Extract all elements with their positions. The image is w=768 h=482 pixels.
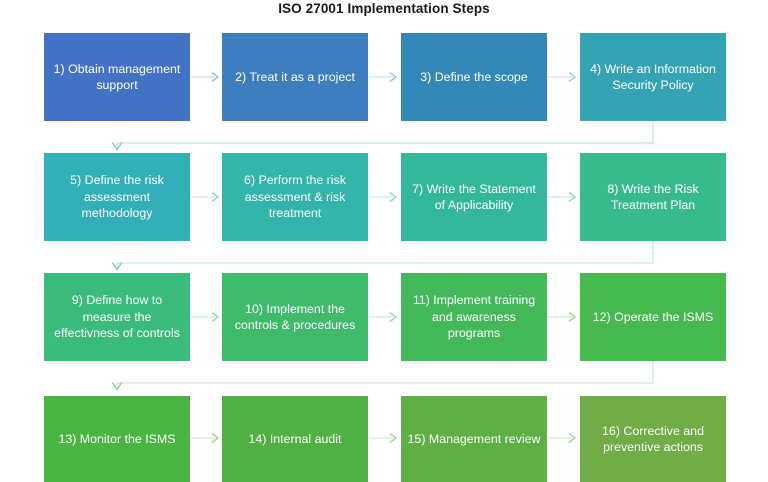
wrap-connector-12-to-13 (110, 361, 660, 393)
step-box-16[interactable]: 16) Corrective and preventive actions (580, 396, 726, 482)
wrap-connector-4-to-5 (110, 121, 660, 153)
step-label-8: 8) Write the Risk Treatment Plan (607, 181, 699, 213)
step-label-7: 7) Write the Statement of Applicability (412, 181, 536, 213)
step-label-4: 4) Write an Information Security Policy (590, 61, 716, 93)
step-label-1: 1) Obtain management support (53, 61, 181, 93)
step-label-14: 14) Internal audit (248, 431, 342, 446)
arrow-14-to-15 (369, 432, 400, 444)
step-label-10: 10) Implement the controls & procedures (234, 301, 356, 333)
arrow-1-to-2 (191, 71, 222, 83)
step-label-5: 5) Define the risk assessment methodolog… (70, 173, 164, 221)
arrow-13-to-14 (191, 432, 222, 444)
arrow-10-to-11 (369, 311, 400, 323)
arrow-2-to-3 (369, 71, 400, 83)
step-box-14[interactable]: 14) Internal audit (222, 396, 368, 482)
wrap-connector-8-to-9 (110, 241, 660, 273)
step-label-6: 6) Perform the risk assessment & risk tr… (244, 173, 346, 221)
step-box-8[interactable]: 8) Write the Risk Treatment Plan (580, 153, 726, 241)
step-box-7[interactable]: 7) Write the Statement of Applicability (401, 153, 547, 241)
step-label-12: 12) Operate the ISMS (592, 309, 714, 324)
step-label-3: 3) Define the scope (420, 69, 528, 84)
step-box-6[interactable]: 6) Perform the risk assessment & risk tr… (222, 153, 368, 241)
step-box-10[interactable]: 10) Implement the controls & procedures (222, 273, 368, 361)
arrow-6-to-7 (369, 191, 400, 203)
arrow-7-to-8 (548, 191, 579, 203)
arrow-3-to-4 (548, 71, 579, 83)
step-label-15: 15) Management review (407, 431, 541, 446)
step-label-2: 2) Treat it as a project (235, 69, 355, 84)
page-title: ISO 27001 Implementation Steps (278, 1, 490, 16)
arrow-15-to-16 (548, 432, 579, 444)
step-box-15[interactable]: 15) Management review (401, 396, 547, 482)
step-label-11: 11) Implement training and awareness pro… (412, 293, 536, 341)
step-box-12[interactable]: 12) Operate the ISMS (580, 273, 726, 361)
step-box-9[interactable]: 9) Define how to measure the effectivnes… (44, 273, 190, 361)
arrow-9-to-10 (191, 311, 222, 323)
step-box-11[interactable]: 11) Implement training and awareness pro… (401, 273, 547, 361)
step-label-9: 9) Define how to measure the effectivnes… (54, 293, 180, 341)
step-box-1[interactable]: 1) Obtain management support (44, 33, 190, 121)
step-box-13[interactable]: 13) Monitor the ISMS (44, 396, 190, 482)
step-label-13: 13) Monitor the ISMS (58, 431, 176, 446)
step-box-3[interactable]: 3) Define the scope (401, 33, 547, 121)
step-box-4[interactable]: 4) Write an Information Security Policy (580, 33, 726, 121)
arrow-5-to-6 (191, 191, 222, 203)
arrow-11-to-12 (548, 311, 579, 323)
step-box-2[interactable]: 2) Treat it as a project (222, 33, 368, 121)
step-box-5[interactable]: 5) Define the risk assessment methodolog… (44, 153, 190, 241)
step-label-16: 16) Corrective and preventive actions (602, 423, 704, 455)
